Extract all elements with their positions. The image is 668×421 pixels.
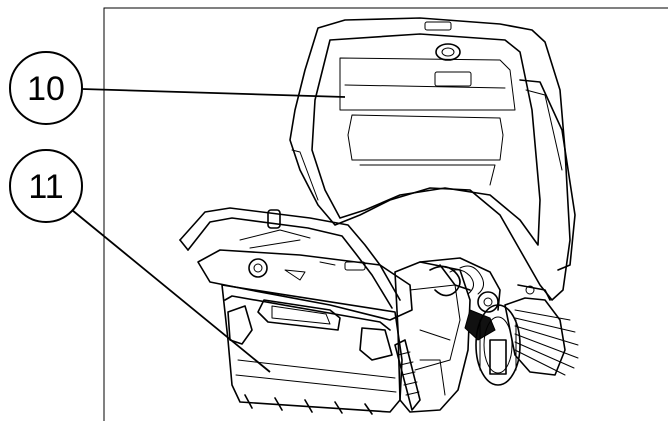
callout-11-leader [71, 209, 271, 373]
rear-flap [394, 339, 421, 411]
callout-10: 10 [9, 51, 346, 125]
hinge-assembly [419, 257, 501, 341]
callout-11: 11 [9, 149, 271, 373]
side-brush [504, 284, 579, 376]
wheel [475, 304, 521, 386]
front-hopper [221, 284, 403, 415]
callout-10-label: 10 [27, 70, 65, 108]
frame-lines [103, 7, 668, 421]
lid [289, 17, 576, 301]
handle-bar [179, 207, 401, 309]
callout-11-label: 11 [28, 168, 63, 206]
callout-10-leader [81, 88, 346, 98]
